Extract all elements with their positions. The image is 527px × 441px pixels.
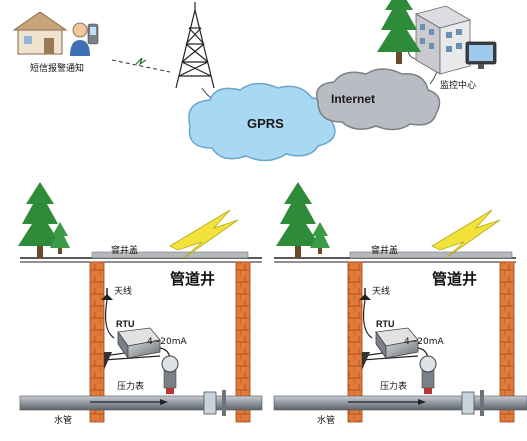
signal-label: 4~20mA [147, 337, 187, 347]
water-pipe-label: 水管 [54, 416, 73, 426]
well-title: 管道井 [170, 270, 216, 288]
tree-icon [377, 0, 421, 64]
signal-label: 4~20mA [404, 337, 444, 347]
cell-tower-icon [175, 2, 215, 89]
monitor-center-label: 监控中心 [440, 81, 477, 91]
left-well [18, 182, 263, 423]
pressure-gauge-label: 压力表 [117, 382, 145, 392]
sms-alarm-label: 短信报警通知 [30, 64, 85, 74]
internet-label: Internet [331, 92, 376, 106]
internet-cloud [316, 68, 441, 131]
manhole-cover-label: 窨井盖 [371, 246, 399, 256]
wireless-link-line [111, 59, 171, 73]
pressure-gauge-label: 压力表 [380, 382, 408, 392]
manhole-cover-label: 窨井盖 [111, 246, 139, 256]
sms-signal-icon [135, 57, 147, 66]
computer-monitor-icon [465, 41, 497, 69]
house-icon [12, 11, 68, 55]
well-title: 管道井 [432, 270, 478, 288]
rtu-label: RTU [116, 319, 135, 329]
person-with-phone-icon [70, 22, 99, 56]
monitoring-center-building-icon [414, 5, 472, 75]
antenna-label: 天线 [114, 287, 133, 297]
gprs-cloud [188, 82, 336, 162]
right-well [273, 182, 527, 423]
gprs-label: GPRS [247, 116, 284, 131]
water-pipe-label: 水管 [317, 416, 336, 426]
rtu-label: RTU [376, 319, 395, 329]
antenna-label: 天线 [372, 287, 391, 297]
